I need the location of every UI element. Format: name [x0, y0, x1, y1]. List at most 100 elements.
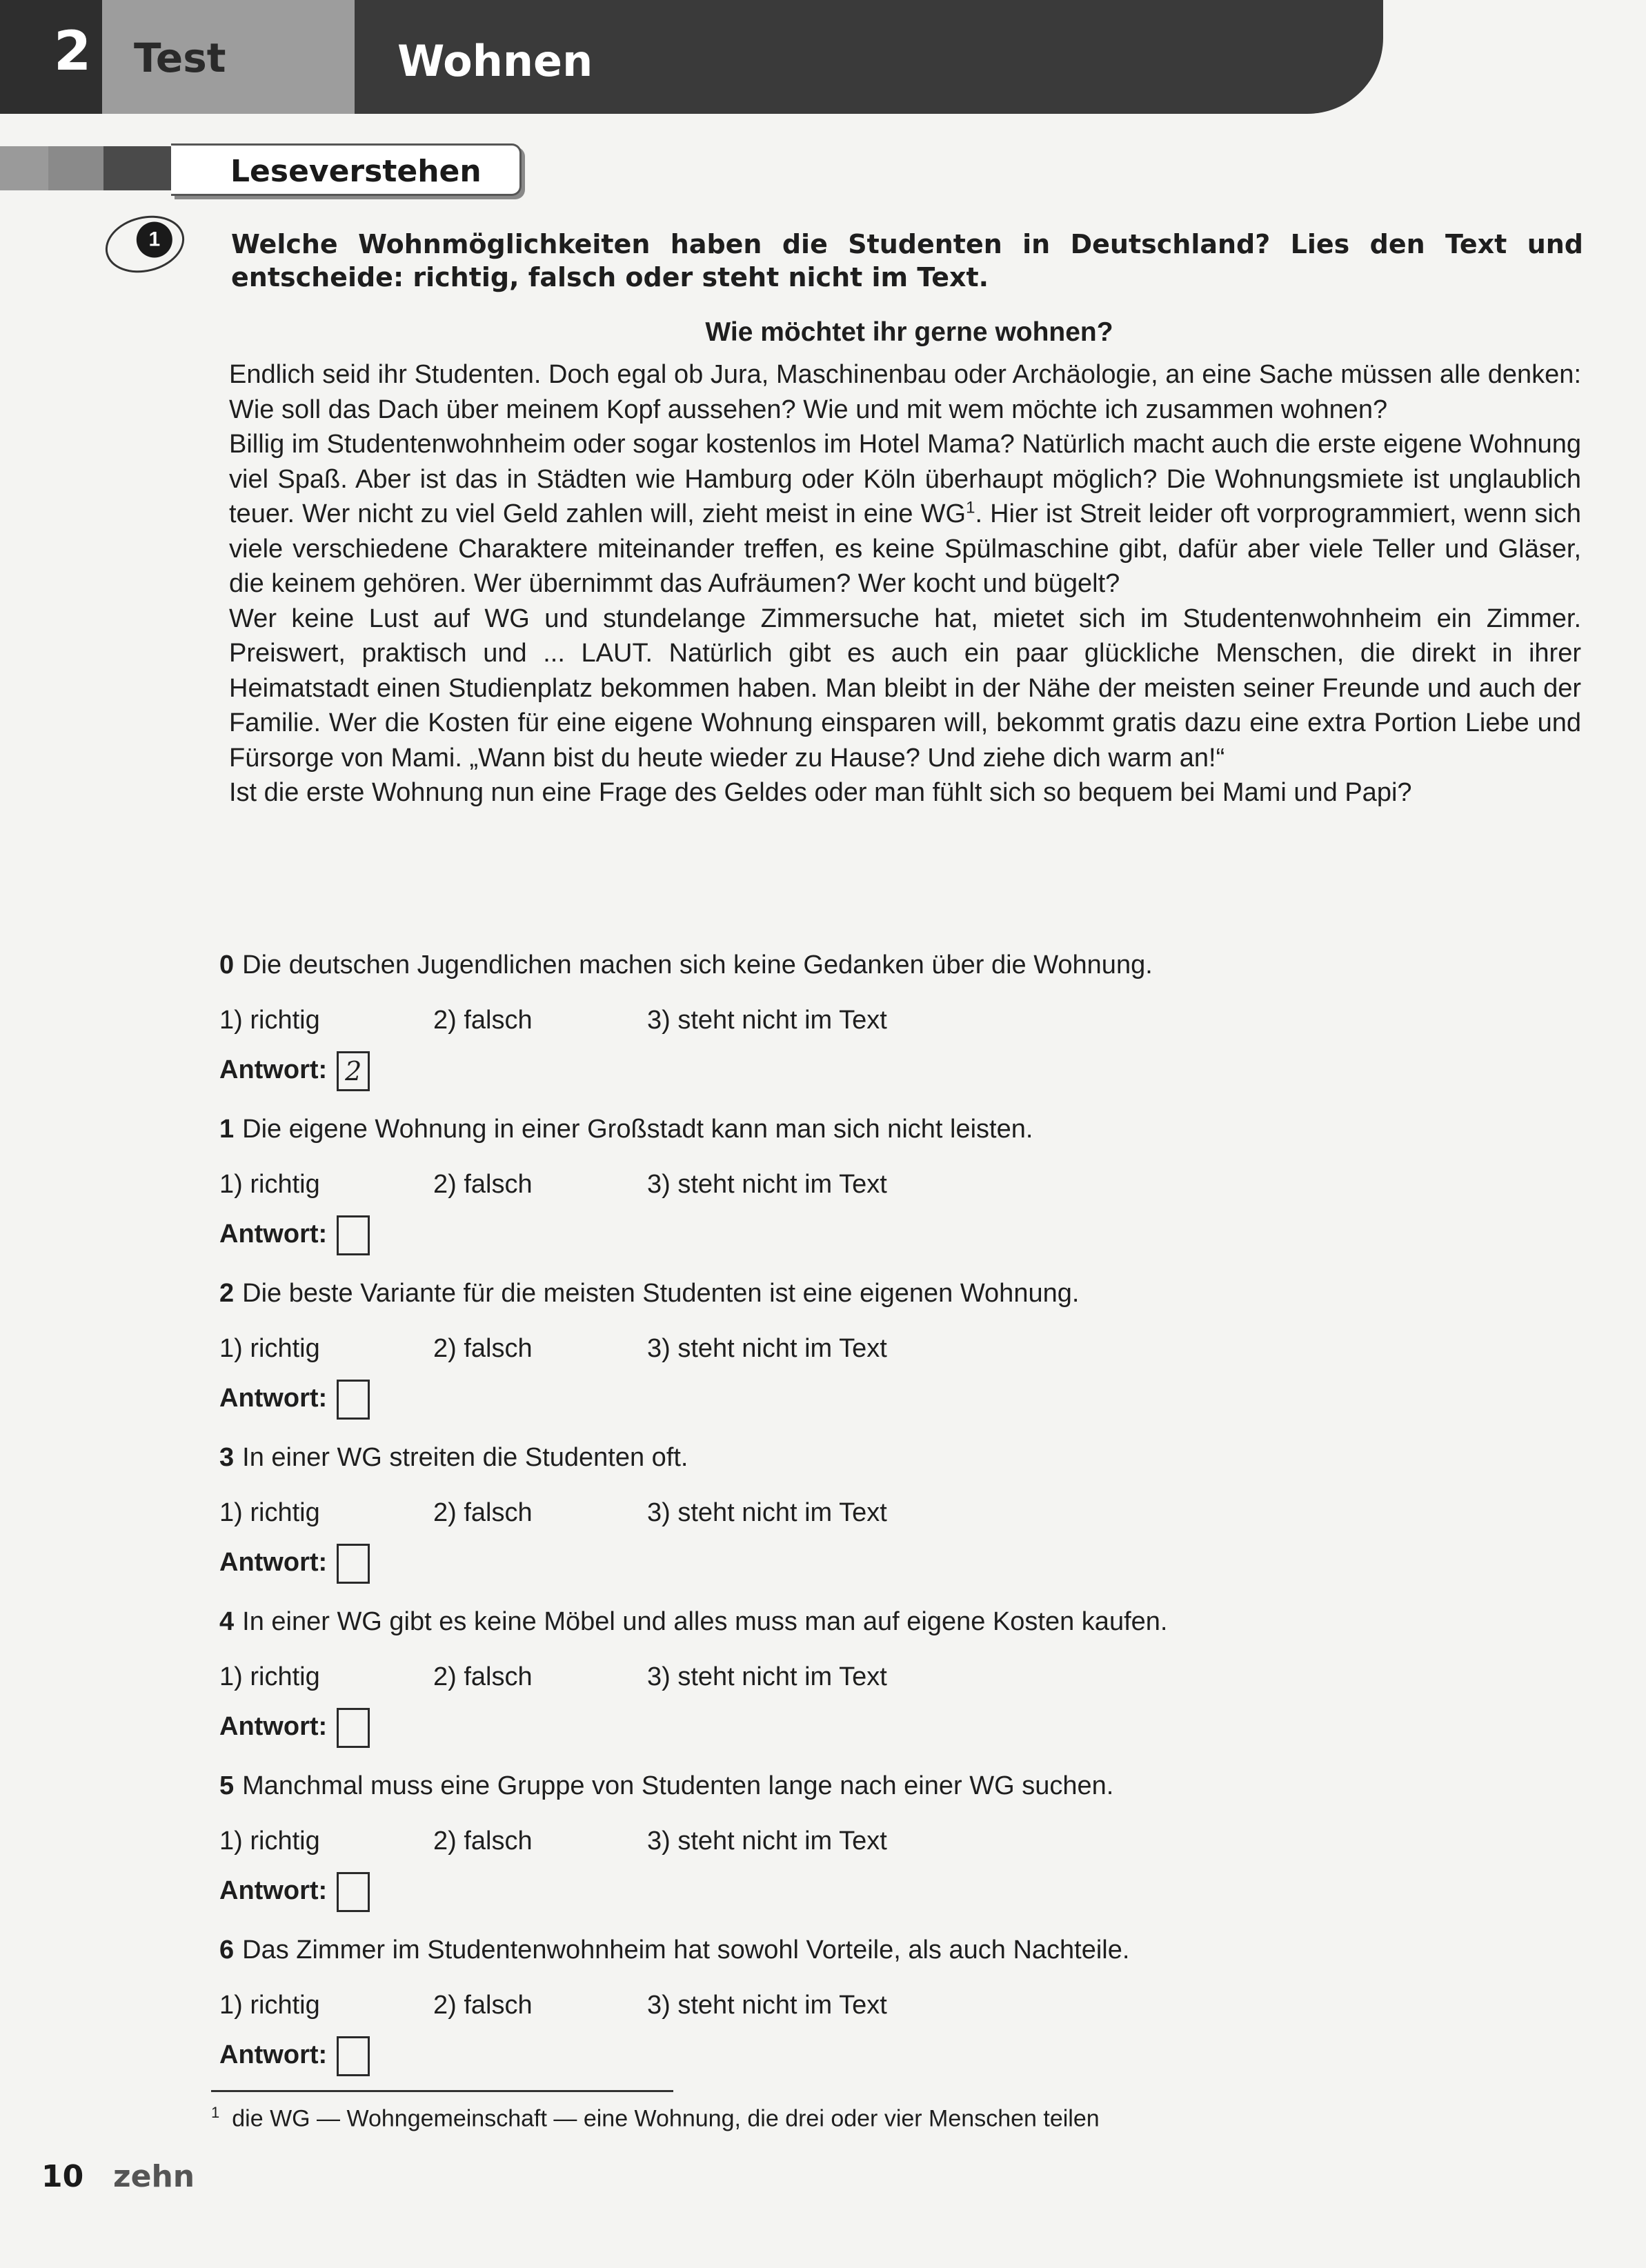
answer-row: Antwort:	[219, 1872, 370, 1912]
option-falsch[interactable]: 2) falsch	[433, 1170, 533, 1199]
question-text: Manchmal muss eine Gruppe von Studenten …	[242, 1771, 1114, 1800]
option-falsch[interactable]: 2) falsch	[433, 1006, 533, 1035]
section-bar	[0, 146, 172, 190]
question-number: 4	[219, 1607, 235, 1636]
answer-label: Antwort:	[219, 1055, 328, 1085]
answer-box[interactable]	[337, 1380, 370, 1420]
question-text: Das Zimmer im Studentenwohnheim hat sowo…	[242, 1936, 1130, 1964]
answer-row: Antwort:	[219, 1215, 370, 1255]
question-number: 6	[219, 1936, 235, 1964]
question-number: 5	[219, 1771, 235, 1800]
answer-label: Antwort:	[219, 2040, 328, 2070]
option-falsch[interactable]: 2) falsch	[433, 1334, 533, 1363]
chapter-title: Wohnen	[397, 36, 593, 86]
reading-text: Endlich seid ihr Studenten. Doch egal ob…	[229, 357, 1581, 810]
answer-box[interactable]: 2	[337, 1051, 370, 1091]
answer-box[interactable]	[337, 1872, 370, 1912]
reading-text-span: . Hier ist Streit leider oft vorprogramm…	[229, 499, 1582, 598]
question-options: 1) richtig 2) falsch 3) steht nicht im Tex…	[219, 1662, 887, 1692]
option-richtig[interactable]: 1) richtig	[219, 1170, 320, 1199]
question-options: 1) richtig 2) falsch 3) steht nicht im Tex…	[219, 1991, 887, 2020]
test-label: Test	[134, 34, 226, 81]
answer-box[interactable]	[337, 2036, 370, 2076]
option-steht-nicht-im-text[interactable]: 3) steht nicht im Text	[647, 1498, 887, 1527]
option-steht-nicht-im-text[interactable]: 3) steht nicht im Text	[647, 1827, 887, 1856]
answer-label: Antwort:	[219, 1384, 328, 1413]
option-steht-nicht-im-text[interactable]: 3) steht nicht im Text	[647, 1662, 887, 1691]
question-text: In einer WG streiten die Studenten oft.	[242, 1443, 688, 1472]
unit-number-block: 2	[0, 0, 102, 114]
question-text: Die deutschen Jugendlichen machen sich k…	[242, 951, 1153, 979]
option-steht-nicht-im-text[interactable]: 3) steht nicht im Text	[647, 1006, 887, 1035]
option-richtig[interactable]: 1) richtig	[219, 1334, 320, 1363]
option-richtig[interactable]: 1) richtig	[219, 1662, 320, 1691]
answer-row: Antwort:	[219, 1544, 370, 1584]
page-number-word: zehn	[113, 2159, 195, 2194]
answer-box[interactable]	[337, 1544, 370, 1584]
option-falsch[interactable]: 2) falsch	[433, 1498, 533, 1527]
option-steht-nicht-im-text[interactable]: 3) steht nicht im Text	[647, 1334, 887, 1363]
unit-number: 2	[54, 21, 92, 83]
footnote-text: die WG — Wohngemeinschaft — eine Wohnung…	[232, 2105, 1100, 2132]
option-falsch[interactable]: 2) falsch	[433, 1827, 533, 1856]
option-falsch[interactable]: 2) falsch	[433, 1662, 533, 1691]
option-richtig[interactable]: 1) richtig	[219, 1991, 320, 2020]
question-text: Die eigene Wohnung in einer Großstadt ka…	[242, 1115, 1033, 1144]
answer-row: Antwort:	[219, 1380, 370, 1420]
section-label: Leseverstehen	[230, 154, 482, 189]
reading-paragraph: Endlich seid ihr Studenten. Doch egal ob…	[229, 360, 1581, 424]
option-falsch[interactable]: 2) falsch	[433, 1991, 533, 2020]
answer-row: Antwort:	[219, 2036, 370, 2076]
test-label-block: Test	[102, 0, 355, 114]
reading-paragraph: Billig im Studentenwohnheim oder sogar k…	[229, 427, 1581, 601]
answer-box[interactable]	[337, 1215, 370, 1255]
page-number: 10	[41, 2159, 84, 2194]
option-richtig[interactable]: 1) richtig	[219, 1006, 320, 1035]
task-number: 1	[136, 221, 172, 258]
reading-paragraph: Wer keine Lust auf WG und stundelange Zi…	[229, 604, 1581, 773]
footnote-divider	[211, 2090, 673, 2092]
answer-label: Antwort:	[219, 1712, 328, 1742]
answer-box[interactable]	[337, 1708, 370, 1748]
question-text: Die beste Variante für die meisten Stude…	[242, 1279, 1080, 1308]
question-options: 1) richtig 2) falsch 3) steht nicht im Tex…	[219, 1498, 887, 1528]
task-instruction: Welche Wohnmöglichkeiten haben die Stude…	[231, 229, 1583, 292]
question-text: In einer WG gibt es keine Möbel und alle…	[242, 1607, 1168, 1636]
question-number: 0	[219, 951, 235, 979]
answer-row: Antwort:	[219, 1708, 370, 1748]
option-richtig[interactable]: 1) richtig	[219, 1498, 320, 1527]
answer-label: Antwort:	[219, 1876, 328, 1906]
option-steht-nicht-im-text[interactable]: 3) steht nicht im Text	[647, 1170, 887, 1199]
question-number: 1	[219, 1115, 235, 1144]
option-steht-nicht-im-text[interactable]: 3) steht nicht im Text	[647, 1991, 887, 2020]
task-number-badge: 1	[99, 208, 190, 281]
answer-label: Antwort:	[219, 1220, 328, 1249]
question-options: 1) richtig 2) falsch 3) steht nicht im Tex…	[219, 1827, 887, 1856]
reading-paragraph: Ist die erste Wohnung nun eine Frage des…	[229, 778, 1412, 807]
question-number: 2	[219, 1279, 235, 1308]
section-tab: Leseverstehen	[171, 143, 522, 196]
answer-label: Antwort:	[219, 1548, 328, 1578]
chapter-header: 2 Test Wohnen	[0, 0, 1383, 114]
reading-text-span: Billig im Studentenwohnheim oder sogar k…	[229, 430, 1581, 528]
option-richtig[interactable]: 1) richtig	[219, 1827, 320, 1856]
question-options: 1) richtig 2) falsch 3) steht nicht im Tex…	[219, 1006, 887, 1035]
footnote-reference: 1	[966, 498, 975, 517]
question-number: 3	[219, 1443, 235, 1472]
